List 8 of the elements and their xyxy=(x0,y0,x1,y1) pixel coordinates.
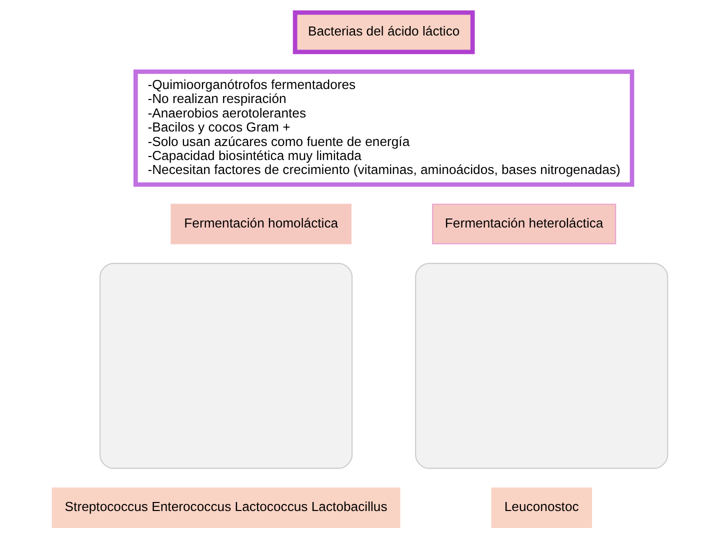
node-box: Streptococcus Enterococcus Lactococcus Lactobacillus xyxy=(52,488,400,528)
node-box xyxy=(415,262,668,469)
node-box xyxy=(100,262,353,469)
node-box: Bacterias del ácido láctico xyxy=(292,10,475,54)
node-box: Fermentación heteroláctica xyxy=(432,204,616,244)
node-box: Fermentación homoláctica xyxy=(170,204,352,244)
node-box: -Quimioorganótrofos fermentadores -No realizan respiración -Anaerobios aerotolerantes -Bacilos y cocos Gram + -Solo usan azúcares como fuente de energía -Capacidad biosintética muy limitada -Necesitan factores de crecimiento (vitaminas, aminoácidos, bases nitrogenadas) xyxy=(133,69,634,187)
node-box: Leuconostoc xyxy=(491,488,592,528)
